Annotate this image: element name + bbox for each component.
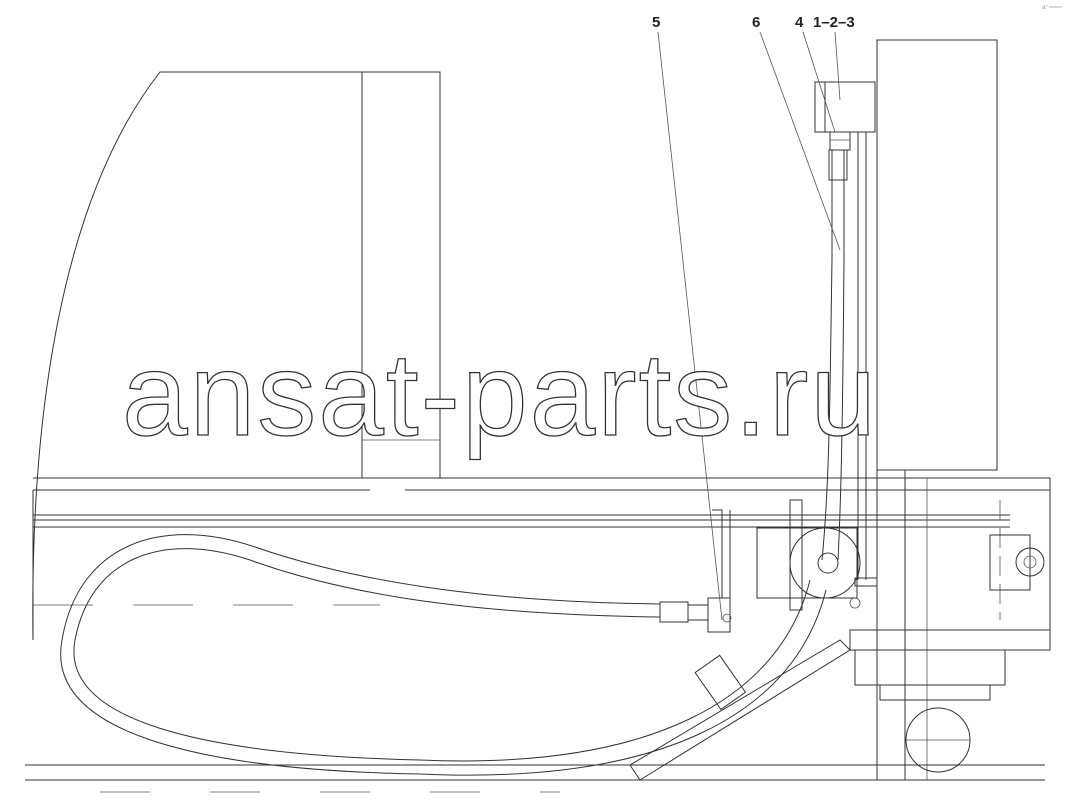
callout-4: 4	[795, 14, 804, 31]
watermark: ansat-parts.ru	[122, 329, 878, 461]
leader-lines	[657, 31, 841, 621]
callout-1-2-3: 1–2–3	[813, 14, 855, 31]
callout-5: 5	[652, 14, 660, 31]
corner-mark: a° ═══	[1042, 5, 1063, 11]
callout-6: 6	[752, 14, 760, 31]
swivel-assembly	[756, 499, 861, 611]
loop-hose	[60, 534, 827, 776]
right-column	[849, 39, 1051, 781]
fitting-5	[659, 509, 732, 633]
frame-rail	[32, 477, 1051, 640]
cab-outline	[32, 71, 441, 641]
ground-lines	[25, 639, 1045, 793]
hose-6	[821, 149, 848, 561]
pump-unit	[814, 81, 878, 587]
